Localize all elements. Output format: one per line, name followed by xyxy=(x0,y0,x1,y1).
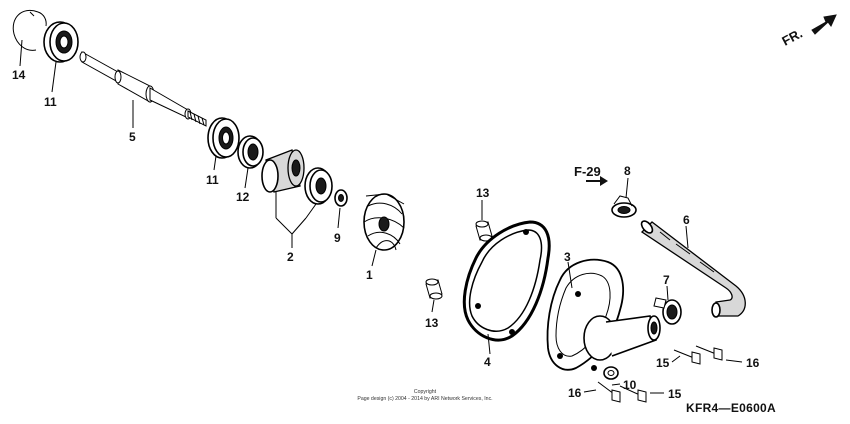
part-3-pump-cover xyxy=(546,258,661,371)
section-reference: F-29 xyxy=(574,164,608,186)
part-10-o-ring xyxy=(603,366,619,380)
part-7-hose-clamp xyxy=(653,297,682,325)
callout-4: 4 xyxy=(484,355,491,369)
part-16-bolt-upper xyxy=(695,345,723,361)
callout-16-upper: 16 xyxy=(746,356,760,370)
part-9-washer xyxy=(334,189,348,207)
callout-12: 12 xyxy=(236,190,250,204)
callout-2: 2 xyxy=(287,250,294,264)
callout-11-lower: 11 xyxy=(206,173,219,187)
copyright-line-2: Page design (c) 2004 - 2014 by ARI Netwo… xyxy=(357,396,492,402)
part-1-impeller xyxy=(363,193,405,251)
part-15-bolt-upper xyxy=(673,349,701,365)
part-11-bearing-upper xyxy=(43,21,79,63)
diagram-code: KFR4—E0600A xyxy=(686,401,776,415)
callout-13-upper: 13 xyxy=(476,186,490,200)
callout-7: 7 xyxy=(663,273,670,287)
callout-8: 8 xyxy=(624,164,631,178)
part-13-dowel-pin-lower xyxy=(425,278,443,300)
front-arrow-icon xyxy=(811,14,837,35)
callout-15-upper: 15 xyxy=(656,356,670,370)
callout-6: 6 xyxy=(683,213,690,227)
callout-15-lower: 15 xyxy=(668,387,682,401)
part-11-bearing-lower xyxy=(207,117,240,159)
copyright-notice: Copyright Page design (c) 2004 - 2014 by… xyxy=(357,389,492,402)
callout-16-lower: 16 xyxy=(568,386,582,400)
front-label: FR. xyxy=(779,26,805,49)
callout-9: 9 xyxy=(334,231,341,245)
part-4-cover-gasket xyxy=(462,220,551,342)
callouts: 14 11 5 11 12 2 9 1 13 13 4 3 8 6 7 10 1… xyxy=(12,68,760,401)
part-14-circlip xyxy=(12,10,47,51)
reference-arrow-icon xyxy=(586,176,608,186)
callout-13-lower: 13 xyxy=(425,316,439,330)
callout-5: 5 xyxy=(129,130,136,144)
part-12-oil-seal xyxy=(237,135,264,169)
callout-14: 14 xyxy=(12,68,26,82)
part-13-dowel-pin-upper xyxy=(475,220,493,242)
callout-10: 10 xyxy=(623,378,637,392)
copyright-line-1: Copyright xyxy=(414,389,437,395)
part-15-bolt-lower xyxy=(619,385,647,403)
part-8-hose-clamp xyxy=(611,195,637,218)
part-2-mechanical-seal xyxy=(261,149,333,205)
part-6-water-hose xyxy=(640,220,746,318)
leader-lines xyxy=(19,39,743,394)
callout-3: 3 xyxy=(564,250,571,264)
front-direction-marker: FR. xyxy=(779,14,837,49)
callout-1: 1 xyxy=(366,268,373,282)
callout-11-upper: 11 xyxy=(44,95,57,109)
part-16-bolt-lower xyxy=(597,381,621,403)
part-5-pump-shaft xyxy=(79,51,207,127)
section-reference-label: F-29 xyxy=(574,164,601,179)
